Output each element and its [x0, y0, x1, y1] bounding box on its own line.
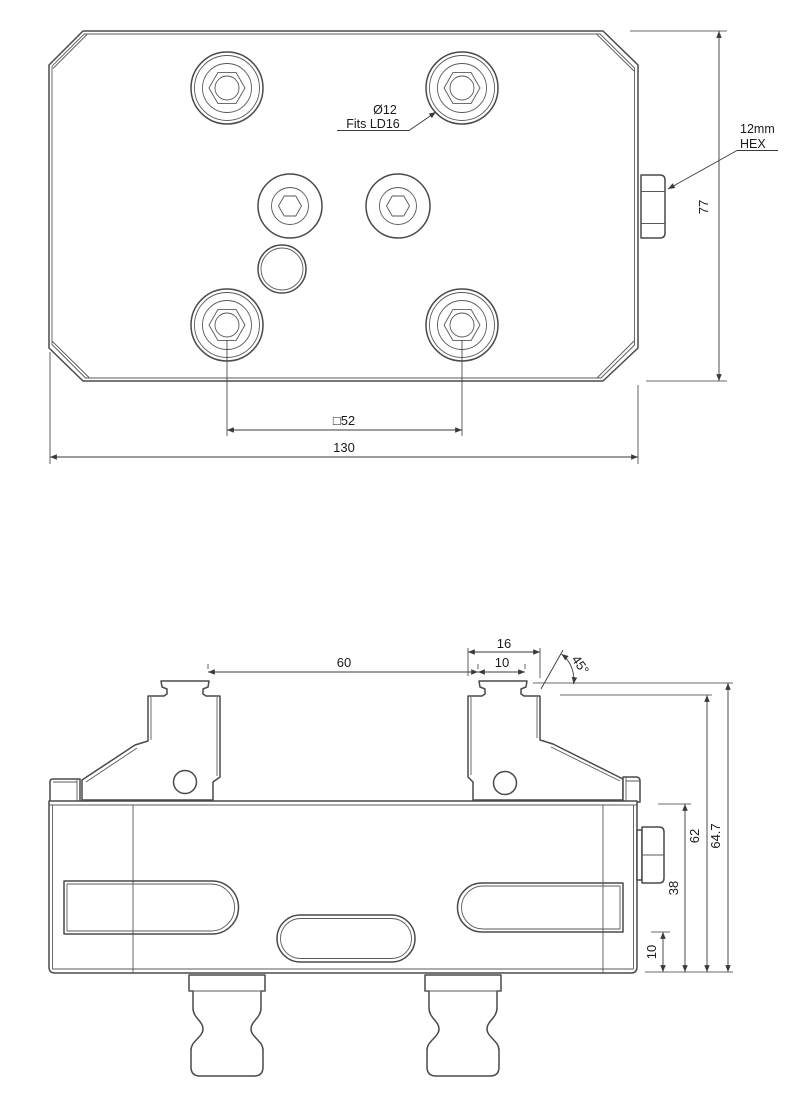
- side-hex-nut-front: [636, 826, 665, 884]
- side-hex-nut-top: [640, 174, 666, 239]
- dim-chamfer-angle-text: 45°: [569, 652, 593, 677]
- jaw-hole-left: [172, 769, 198, 795]
- socket-screw-right: [365, 173, 431, 239]
- dim-plate-width: 130: [49, 352, 639, 464]
- dim-jaw-body-width-text: 16: [497, 636, 511, 651]
- dim-body-height: 38: [658, 803, 691, 972]
- socket-screw-left: [257, 173, 323, 239]
- dim-bolt-square-text: □52: [333, 413, 355, 428]
- dim-jaw-span-text: 60: [337, 655, 351, 670]
- left-slot: [63, 880, 240, 935]
- center-slot: [276, 914, 416, 963]
- pull-stud-left: [188, 974, 266, 1077]
- top-view: 77 □52 130 Ø12 Fits LD16 12mm HEX: [48, 30, 778, 464]
- dim-body-height-text: 38: [666, 881, 681, 895]
- clamp-screw-top-left: [190, 51, 264, 125]
- dim-shoulder-height: 62: [560, 694, 712, 972]
- label-hex-size: 12mm: [740, 122, 775, 136]
- front-view: 60 10 16 45° 64.7 62: [48, 636, 733, 1077]
- dim-overall-height: 64.7: [533, 682, 733, 973]
- leader-bore: Ø12 Fits LD16: [337, 103, 437, 131]
- dim-jaw-body-width: 16: [467, 636, 541, 678]
- plate-outline: [48, 30, 639, 382]
- corner-chamfer-bands: [51, 34, 635, 379]
- dim-overall-height-text: 64.7: [708, 823, 723, 848]
- label-bore-dia: Ø12: [373, 103, 397, 117]
- left-jaw: [81, 680, 221, 801]
- dim-jaw-span: 60 10: [207, 655, 526, 675]
- left-end-block: [49, 778, 81, 803]
- dim-plate-height: 77: [630, 30, 727, 382]
- clamp-screw-bottom-right: [425, 288, 499, 362]
- leader-hex: 12mm HEX: [667, 122, 778, 190]
- dim-bolt-square: □52: [226, 340, 463, 436]
- vise-body: [48, 800, 638, 974]
- clamp-screw-top-right: [425, 51, 499, 125]
- dowel-hole: [257, 244, 307, 294]
- dim-slot-height-text: 10: [644, 945, 659, 959]
- dim-slot-height: 10: [644, 931, 670, 972]
- label-hex-word: HEX: [740, 137, 766, 151]
- right-jaw: [467, 680, 624, 801]
- dim-plate-width-text: 130: [333, 440, 355, 455]
- dim-plate-height-text: 77: [696, 200, 711, 214]
- jaw-hole-right: [492, 770, 518, 796]
- label-bore-note: Fits LD16: [346, 117, 400, 131]
- right-end-block: [622, 776, 641, 803]
- dim-jaw-cap-width-text: 10: [495, 655, 509, 670]
- right-slot: [456, 882, 624, 933]
- body-seams: [132, 805, 604, 973]
- dim-shoulder-height-text: 62: [687, 829, 702, 843]
- pull-stud-right: [424, 974, 502, 1077]
- plate-inner-outline: [51, 33, 635, 379]
